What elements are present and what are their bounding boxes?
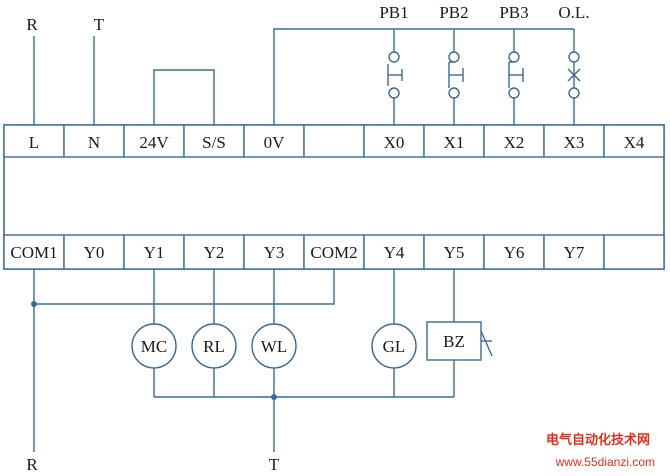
terminal-label-x2: X2 bbox=[504, 133, 525, 152]
supply-labels: R T R T bbox=[26, 15, 279, 474]
overload-cross-b bbox=[567, 68, 581, 82]
contact-terminal-top-1 bbox=[448, 51, 460, 63]
terminal-bottom-y1 bbox=[123, 234, 185, 270]
terminal-label-x1: X1 bbox=[444, 133, 465, 152]
terminal-label-y4: Y4 bbox=[384, 243, 405, 262]
contact-terminal-bottom-0 bbox=[388, 87, 400, 99]
terminal-label-y7: Y7 bbox=[564, 243, 585, 262]
terminal-top-x3 bbox=[543, 124, 605, 158]
terminal-top-x4 bbox=[603, 124, 665, 158]
terminal-label-n: N bbox=[88, 133, 100, 152]
terminal-label-y6: Y6 bbox=[504, 243, 525, 262]
output-common-bus bbox=[34, 269, 335, 305]
terminal-bottom-blank-10 bbox=[603, 234, 665, 270]
contact-terminal-bottom-1 bbox=[448, 87, 460, 99]
terminal-bottom-com1 bbox=[3, 234, 65, 270]
terminal-label-x3: X3 bbox=[564, 133, 585, 152]
terminal-label-y2: Y2 bbox=[204, 243, 225, 262]
load-label-mc: MC bbox=[141, 337, 167, 356]
input-label-pb2: PB2 bbox=[439, 3, 468, 22]
terminal-bottom-y4 bbox=[363, 234, 425, 270]
load-label-bz: BZ bbox=[443, 332, 465, 351]
terminal-label-com1: COM1 bbox=[10, 243, 57, 262]
input-contacts: PB1 PB2 PB3 O.L. bbox=[379, 3, 590, 99]
terminal-bottom-y2 bbox=[183, 234, 245, 270]
terminal-label-0v: 0V bbox=[264, 133, 286, 152]
input-label-o-l: O.L. bbox=[558, 3, 589, 22]
terminal-top-blank-5 bbox=[303, 124, 365, 158]
output-loads: MC RL WL GL BZ bbox=[131, 321, 493, 369]
junction-dot-com bbox=[31, 301, 37, 307]
jumper-24v-ss bbox=[153, 69, 215, 125]
terminal-label-y3: Y3 bbox=[264, 243, 285, 262]
terminal-label-com2: COM2 bbox=[310, 243, 357, 262]
input-label-pb1: PB1 bbox=[379, 3, 408, 22]
terminal-top-s-s bbox=[183, 124, 245, 158]
terminal-top-l bbox=[3, 124, 65, 158]
contact-terminal-bottom-3 bbox=[568, 87, 580, 99]
load-lamp-wl bbox=[251, 323, 297, 369]
terminal-label-x4: X4 bbox=[624, 133, 645, 152]
terminal-top-0v bbox=[243, 124, 305, 158]
terminal-label-24v: 24V bbox=[139, 133, 169, 152]
supply-label-t-bottom: T bbox=[269, 455, 280, 474]
terminal-top-n bbox=[63, 124, 125, 158]
terminal-bottom-y0 bbox=[63, 234, 125, 270]
terminal-bottom-y7 bbox=[543, 234, 605, 270]
load-label-rl: RL bbox=[203, 337, 225, 356]
watermark-url: www.55dianzi.com bbox=[555, 455, 655, 469]
load-lamp-gl bbox=[371, 323, 417, 369]
terminal-top-x2 bbox=[483, 124, 545, 158]
terminal-label-x0: X0 bbox=[384, 133, 405, 152]
load-label-wl: WL bbox=[261, 337, 287, 356]
load-lamp-rl bbox=[191, 323, 237, 369]
terminal-label-l: L bbox=[29, 133, 39, 152]
watermark: 电气自动化技术网 www.55dianzi.com bbox=[546, 432, 655, 469]
terminal-label-y1: Y1 bbox=[144, 243, 165, 262]
terminal-label-s-s: S/S bbox=[202, 133, 226, 152]
supply-label-r-top: R bbox=[26, 15, 38, 34]
supply-label-r-bottom: R bbox=[26, 455, 38, 474]
terminal-top-x0 bbox=[363, 124, 425, 158]
buzzer-tail-b bbox=[480, 330, 493, 357]
load-lamp-mc bbox=[131, 323, 177, 369]
load-label-gl: GL bbox=[383, 337, 406, 356]
terminal-bottom-y3 bbox=[243, 234, 305, 270]
terminal-label-y0: Y0 bbox=[84, 243, 105, 262]
supply-label-t-top: T bbox=[94, 15, 105, 34]
contact-terminal-top-0 bbox=[388, 51, 400, 63]
terminal-bottom-y6 bbox=[483, 234, 545, 270]
junction-dot-return bbox=[271, 394, 277, 400]
input-label-pb3: PB3 bbox=[499, 3, 528, 22]
terminal-label-y5: Y5 bbox=[444, 243, 465, 262]
contact-terminal-top-2 bbox=[508, 51, 520, 63]
watermark-title: 电气自动化技术网 bbox=[546, 432, 650, 448]
input-common-bus bbox=[273, 28, 574, 125]
contact-terminal-top-3 bbox=[568, 51, 580, 63]
contact-terminal-bottom-2 bbox=[508, 87, 520, 99]
